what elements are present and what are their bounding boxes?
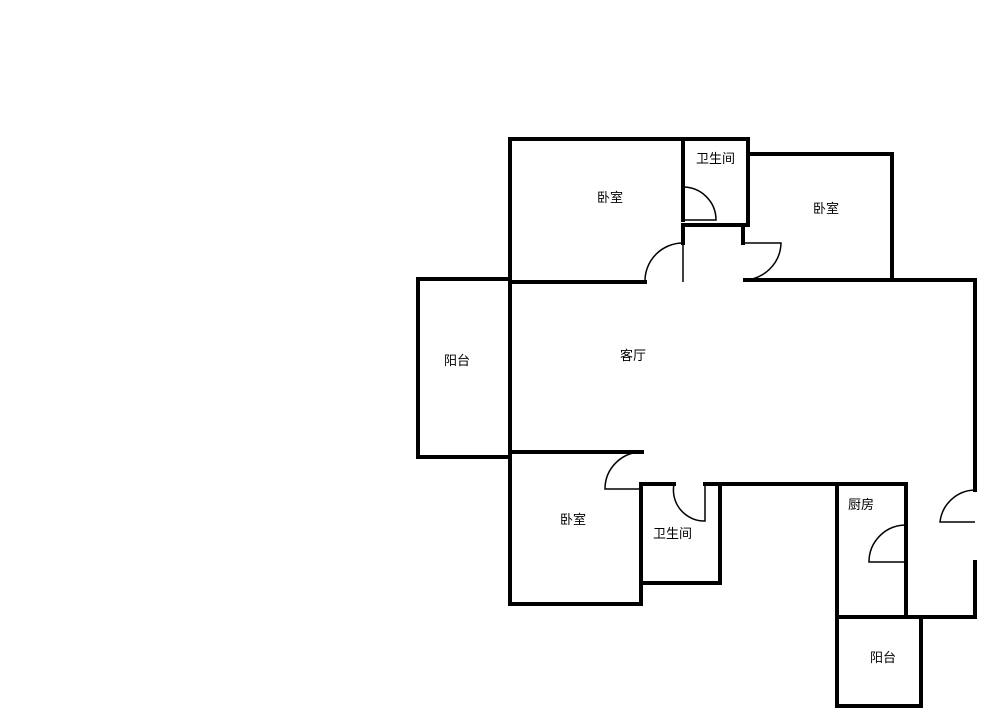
door-bedroom-top-left (644, 242, 684, 283)
door-bedroom-top-right (742, 242, 782, 281)
balcony-bottom (835, 615, 923, 708)
bathroom-top (681, 137, 750, 227)
label-balcony-bottom: 阳台 (870, 651, 896, 666)
bedroom-top-right (741, 152, 894, 282)
label-bathroom-top: 卫生间 (696, 152, 735, 167)
label-bedroom-top-right: 卧室 (813, 201, 839, 217)
balcony-left (416, 277, 512, 459)
door-bathroom-top (682, 186, 717, 221)
bedroom-top-left (508, 137, 685, 284)
label-kitchen: 厨房 (848, 497, 874, 513)
door-bathroom-bottom (672, 483, 706, 522)
label-bedroom-top-left: 卧室 (597, 190, 623, 206)
door-entrance (939, 489, 976, 523)
label-bathroom-bottom: 卫生间 (653, 527, 692, 542)
bedroom-bottom (508, 450, 643, 606)
door-bedroom-bottom (604, 451, 643, 490)
bathroom-bottom (639, 482, 722, 585)
label-bedroom-bottom: 卧室 (560, 512, 586, 528)
door-kitchen (868, 524, 907, 563)
label-balcony-left: 阳台 (444, 354, 470, 369)
label-living-room: 客厅 (620, 348, 646, 364)
